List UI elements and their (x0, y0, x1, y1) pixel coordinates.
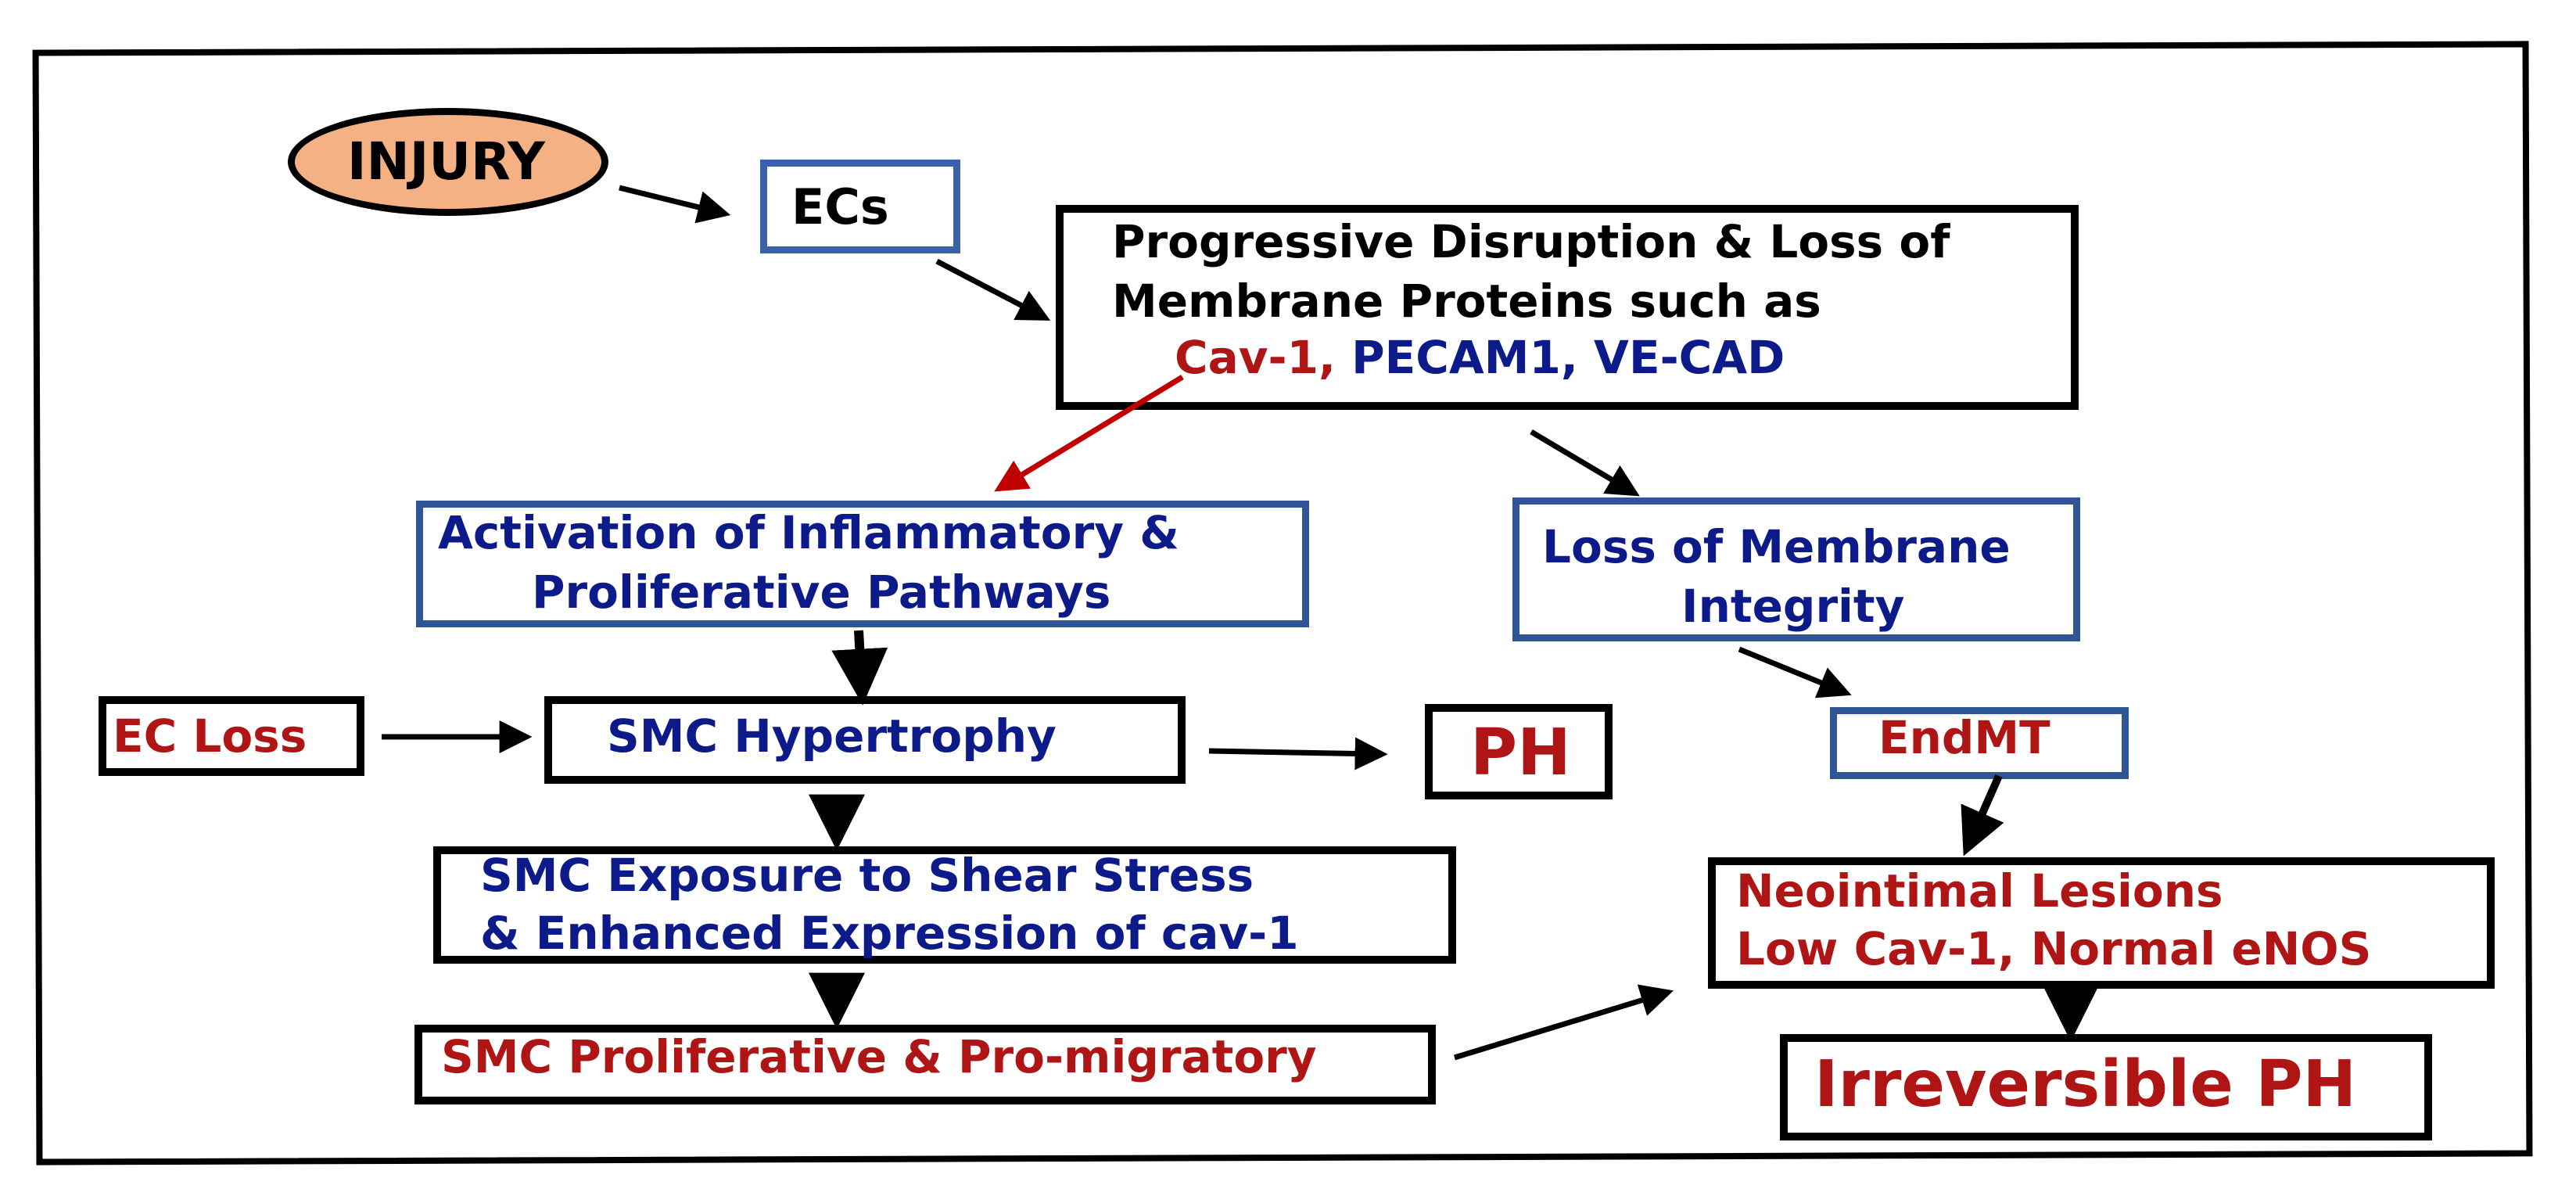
arrow-activation-to-hypertrophy (831, 630, 888, 706)
loss-integrity-box (1512, 497, 2080, 641)
smc-hypertrophy-label: SMC Hypertrophy (607, 709, 1057, 763)
smc-proliferative-box (414, 1025, 1436, 1104)
ph-label: PH (1470, 716, 1571, 790)
arrow-cav1-to-activation (994, 375, 1184, 492)
irreversible-ph-box (1780, 1034, 2432, 1140)
arrow-injury-to-ecs (619, 185, 731, 224)
ec-loss-box (99, 696, 364, 776)
ph-box (1425, 704, 1613, 799)
shear-stress-line1: SMC Exposure to Shear Stress (480, 849, 1254, 902)
arrow-proliferative-to-neointimal (1453, 984, 1674, 1061)
arrow-loss-integrity-to-endmt (1738, 646, 1852, 699)
arrow-endmt-to-neointimal (1961, 774, 2004, 857)
disruption-line2: Membrane Proteins such as (1112, 275, 1821, 328)
activation-line2: Proliferative Pathways (532, 566, 1111, 619)
irreversible-ph-label: Irreversible PH (1814, 1047, 2357, 1122)
arrow-ecs-to-disruption (935, 258, 1051, 321)
injury-label: INJURY (347, 131, 545, 192)
endmt-box (1830, 707, 2129, 779)
disruption-line1: Progressive Disruption & Loss of (1112, 215, 1950, 268)
injury-oval (288, 108, 608, 216)
ecs-label: ECs (791, 178, 889, 235)
arrow-disruption-to-loss-integrity (1530, 429, 1640, 497)
loss-integrity-line2: Integrity (1681, 580, 1905, 633)
disruption-line3: Cav-1, PECAM1, VE-CAD (1175, 335, 1785, 380)
neointimal-box (1708, 857, 2495, 989)
endmt-label: EndMT (1878, 711, 2050, 764)
smc-proliferative-label: SMC Proliferative & Pro-migratory (441, 1030, 1317, 1083)
cav1-label: Cav-1, (1175, 331, 1336, 384)
loss-integrity-line1: Loss of Membrane (1542, 520, 2011, 573)
neointimal-line1: Neointimal Lesions (1736, 864, 2223, 918)
activation-box (416, 501, 1309, 627)
arrow-hypertrophy-to-ph (1208, 737, 1388, 770)
pecam-vecad-label: PECAM1, VE-CAD (1335, 331, 1785, 384)
disruption-box (1056, 205, 2079, 410)
shear-stress-line2: & Enhanced Expression of cav-1 (480, 907, 1299, 960)
neointimal-line2: Low Cav-1, Normal eNOS (1736, 922, 2372, 975)
ec-loss-label: EC Loss (113, 709, 307, 763)
activation-line1: Activation of Inflammatory & (438, 506, 1179, 559)
shear-stress-box (433, 846, 1456, 964)
ecs-box (760, 160, 960, 253)
